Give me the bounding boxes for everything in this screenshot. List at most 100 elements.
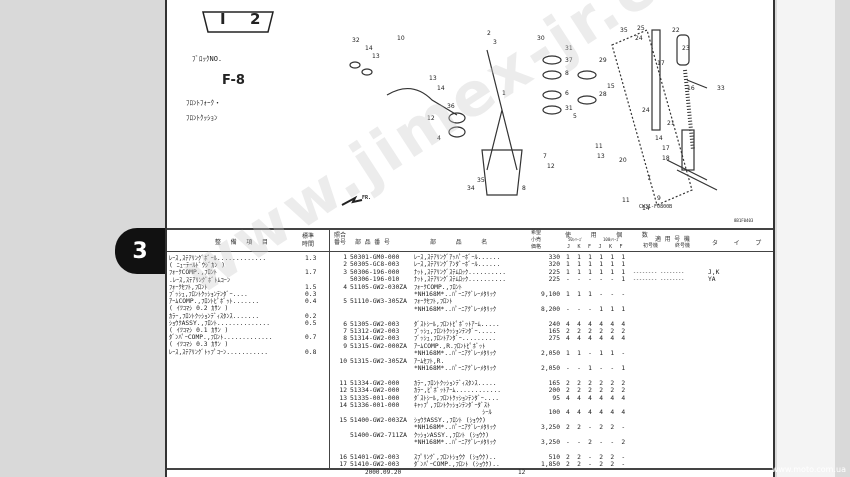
part-name: ﾀﾞｽﾄｼｰﾙ,ﾌﾛﾝﾄﾋﾟﾎﾞｯﾄｱｰﾑ..... bbox=[414, 320, 500, 328]
svg-text:6: 6 bbox=[565, 90, 569, 97]
svg-text:36: 36 bbox=[447, 103, 455, 110]
part-number[interactable]: 50301-GM0-000 bbox=[350, 254, 400, 261]
labor-time-header: 標準 時間 bbox=[302, 233, 315, 248]
part-number[interactable]: 51110-GW3-305ZA bbox=[350, 298, 407, 306]
price: 1,850 bbox=[541, 461, 560, 469]
labor-row: ﾀﾞﾝﾊﾟｰCOMP.,ﾌﾛﾝﾄ............. bbox=[169, 334, 273, 342]
book-number-left: I bbox=[220, 10, 226, 28]
labor-time: 0.3 bbox=[305, 291, 317, 298]
part-number[interactable]: 50306-196-000 bbox=[350, 268, 400, 276]
part-name: ｶﾗｰ,ﾌﾛﾝﾄｸｯｼｮﾝﾃﾞｨｽﾀﾝｽ..... bbox=[414, 379, 497, 387]
part-number[interactable]: 51314-GW2-003 bbox=[350, 335, 400, 343]
part-number[interactable]: 51400-GW2-711ZA bbox=[350, 431, 407, 439]
price: 9,100 bbox=[541, 291, 560, 298]
labor-time: 0.7 bbox=[305, 334, 317, 342]
part-name: ｱｰﾑｾﾌﾄ,R. bbox=[414, 357, 445, 365]
part-number[interactable]: 51334-GW2-000 bbox=[350, 387, 400, 395]
svg-text:25: 25 bbox=[637, 25, 645, 32]
part-number[interactable]: 51105-GW2-030ZA bbox=[350, 283, 407, 291]
part-number[interactable]: 51336-001-000 bbox=[350, 402, 400, 409]
svg-text:31: 31 bbox=[565, 105, 573, 112]
part-number[interactable]: 51305-GW2-003 bbox=[350, 320, 400, 328]
ref-number: 4 bbox=[343, 283, 347, 291]
part-number[interactable]: 51334-GW2-000 bbox=[350, 379, 400, 387]
labor-item: ｼｮｳｸASSY.,ﾌﾛﾝﾄ.............. bbox=[169, 319, 271, 327]
part-number[interactable]: 51401-GW2-003 bbox=[350, 453, 400, 461]
svg-text:8: 8 bbox=[565, 70, 569, 77]
labor-row: ｱｰﾑCOMP.,ﾌﾛﾝﾄﾋﾟﾎﾞｯﾄ....... bbox=[169, 298, 259, 306]
part-name: ﾚｰｽ,ｽﾃｱﾘﾝｸﾞｱﾝﾀﾞｰﾎﾞｰﾙ...... bbox=[414, 261, 501, 269]
part-number[interactable]: 51410-GW2-003 bbox=[350, 461, 400, 469]
svg-text:14: 14 bbox=[365, 45, 373, 52]
labor-item: ( ﾆｭｰﾃｰﾙﾄﾞｳｼﾞｶﾝ ) bbox=[169, 262, 226, 270]
price: 100 bbox=[548, 409, 560, 417]
part-name: ﾅｯﾄ,ｽﾃｱﾘﾝｸﾞｽﾃﾑﾛｯｸ.......... bbox=[414, 276, 507, 284]
qty-col-header: F bbox=[588, 244, 592, 250]
table-header-rule bbox=[167, 251, 773, 252]
svg-text:31: 31 bbox=[565, 45, 573, 52]
table-divider bbox=[329, 228, 330, 468]
svg-text:10: 10 bbox=[397, 35, 405, 42]
labor-row: ﾚｰｽ,ｽﾃｱﾘﾝｸﾞﾎﾞｰﾙ............. bbox=[169, 255, 266, 263]
quantities: - - 1 - - 1 bbox=[566, 365, 626, 372]
svg-text:11: 11 bbox=[595, 143, 603, 150]
labor-item: ﾌﾞｯｼｭ,ﾌﾛﾝﾄｸｯｼｮﾝﾃﾝﾀﾞｰ.... bbox=[169, 291, 248, 298]
labor-row: ﾌｫｰｸCOMP.,ﾌﾛﾝﾄ bbox=[169, 269, 217, 277]
svg-text:7: 7 bbox=[543, 153, 547, 160]
quantities: 1 1 1 1 1 1 bbox=[566, 261, 626, 269]
part-name: ﾅｯﾄ,ｽﾃｱﾘﾝｸﾞｽﾃﾑﾛｯｸ.......... bbox=[414, 268, 507, 276]
part-number[interactable]: 51315-GW2-000ZA bbox=[350, 342, 407, 350]
ref-number: 11 bbox=[339, 379, 347, 387]
quantities: 4 4 4 4 4 4 bbox=[566, 335, 626, 343]
svg-text:16: 16 bbox=[687, 85, 695, 92]
svg-text:12: 12 bbox=[427, 115, 435, 122]
table-top-rule bbox=[167, 228, 773, 230]
book-number-frame bbox=[202, 11, 274, 33]
svg-text:2: 2 bbox=[487, 30, 491, 37]
part-number[interactable]: 51312-GW2-003 bbox=[350, 328, 400, 335]
svg-text:3: 3 bbox=[493, 39, 497, 46]
ref-number: 14 bbox=[339, 402, 347, 409]
ref-number: 3 bbox=[343, 268, 347, 276]
labor-time: 1.3 bbox=[305, 255, 317, 262]
part-number[interactable]: 50305-GC8-003 bbox=[350, 261, 400, 269]
svg-text:24: 24 bbox=[642, 107, 650, 114]
quantities: 2 2 - 2 2 - bbox=[566, 461, 626, 469]
part-name: *NH168M*..ﾊﾟｰﾆｱｸﾞﾚｰﾒﾀﾘｯｸ bbox=[414, 424, 496, 432]
part-number[interactable]: 51400-GW2-003ZA bbox=[350, 416, 407, 424]
price: 240 bbox=[548, 320, 560, 328]
labor-item: ｶﾗｰ,ﾌﾛﾝﾄｸｯｼｮﾝﾃﾞｨｽﾀﾝｽ....... bbox=[169, 312, 260, 320]
svg-text:5: 5 bbox=[573, 113, 577, 120]
quantities: 1 1 - 1 1 - bbox=[566, 350, 626, 358]
labor-row: ( ﾆｭｰﾃｰﾙﾄﾞｳｼﾞｶﾝ ) bbox=[169, 262, 225, 270]
part-number[interactable]: 51335-001-000 bbox=[350, 394, 400, 402]
type: J,K bbox=[708, 268, 720, 276]
block-label: ﾌﾞﾛｯｸNO. bbox=[192, 55, 223, 63]
price: 330 bbox=[548, 254, 560, 261]
qty-col-header: F bbox=[619, 244, 623, 250]
svg-text:17: 17 bbox=[657, 60, 665, 67]
part-name: ｶﾗｰ,ﾋﾟﾎﾞｯﾄｱｰﾑ............ bbox=[414, 387, 502, 395]
qty-group-b: 100ｼﾘｰｽﾞ bbox=[603, 237, 621, 242]
labor-item: ﾌｫｰｸｾﾌﾄ,ﾌﾛﾝﾄ bbox=[169, 283, 208, 291]
svg-text:14: 14 bbox=[655, 135, 663, 142]
quantities: 2 2 - 2 2 - bbox=[566, 453, 626, 461]
ref-number: 13 bbox=[339, 394, 347, 402]
qty-group-a: 50ｼﾘｰｽﾞ bbox=[568, 237, 583, 242]
part-number[interactable]: 50306-196-010 bbox=[350, 276, 400, 284]
issue-date: 2000.09.20 bbox=[365, 469, 402, 476]
to-serial-header: 終号機 bbox=[675, 243, 691, 249]
svg-text:30: 30 bbox=[537, 35, 545, 42]
ref-number: 10 bbox=[339, 357, 347, 365]
ref-number: 12 bbox=[339, 387, 347, 395]
part-number[interactable]: 51315-GW2-305ZA bbox=[350, 357, 407, 365]
part-name: ﾀﾞｽﾄｼｰﾙ,ﾌﾛﾝﾄｸｯｼｮﾝﾃﾝﾀﾞｰ.... bbox=[414, 394, 500, 402]
small-code: 8B1F0403 bbox=[734, 218, 754, 223]
part-name: *NH168M*..ﾊﾟｰﾆｱｸﾞﾚｰﾒﾀﾘｯｸ bbox=[414, 439, 496, 446]
labor-item: ( ｲﾂｺﾏｼ 0.1 ｶｻﾝ ) bbox=[169, 327, 229, 334]
labor-row: .ﾚｰｽ,ｽﾃｱﾘﾝｸﾞﾎﾞﾄﾑｺｰﾝ bbox=[169, 277, 230, 285]
applicable-header: 適 用 号 機 bbox=[655, 236, 690, 243]
front-arrow-icon bbox=[341, 195, 363, 206]
ref-number: 7 bbox=[343, 328, 347, 335]
site-footer: www.moto.com.ua bbox=[771, 465, 846, 474]
